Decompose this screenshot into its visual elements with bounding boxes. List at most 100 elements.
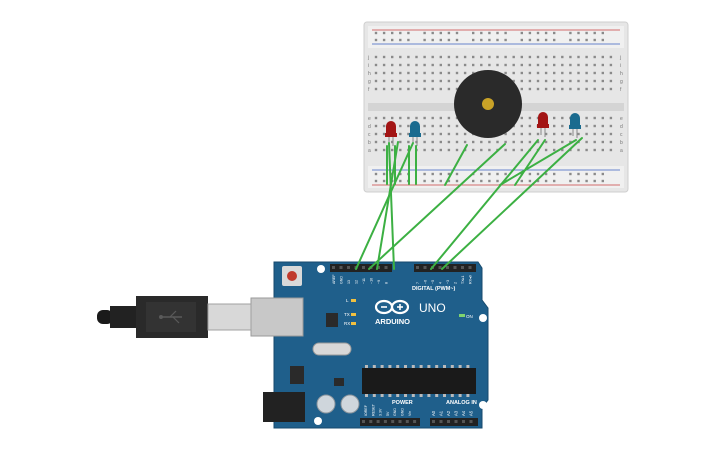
digital-pin-label: RX◂0 [469, 275, 473, 284]
chip-pin [458, 394, 462, 397]
wire[interactable] [355, 142, 414, 270]
rail-hole [536, 31, 540, 35]
brand-label: ARDUINO [375, 317, 410, 326]
reset-button-cap[interactable] [287, 271, 297, 281]
terminal-hole [374, 116, 378, 120]
row-letter: i [368, 63, 369, 69]
rail-hole [520, 38, 523, 42]
rail-hole [399, 38, 402, 42]
terminal-hole [431, 79, 434, 83]
rail-hole [577, 31, 580, 35]
rail-hole [536, 38, 540, 42]
terminal-hole [609, 116, 613, 120]
terminal-hole [536, 140, 540, 144]
terminal-hole [407, 55, 410, 59]
terminal-hole [585, 63, 588, 67]
terminal-hole [593, 55, 596, 59]
terminal-hole [553, 140, 556, 144]
terminal-hole [488, 55, 491, 59]
terminal-hole [520, 116, 523, 120]
terminal-hole [439, 63, 442, 67]
led-blue-left[interactable] [409, 121, 421, 146]
terminal-hole [593, 87, 596, 91]
terminal-hole [593, 71, 596, 75]
rail-hole [496, 172, 499, 176]
header-hole [391, 420, 395, 423]
wire[interactable] [368, 143, 506, 270]
terminal-hole [382, 116, 386, 120]
terminal-hole [431, 140, 434, 144]
row-letter: j [619, 55, 621, 61]
chip-pin [388, 365, 392, 368]
rail-hole [382, 172, 386, 176]
terminal-hole [601, 55, 604, 59]
digital-pin-label: ~3 [446, 280, 450, 284]
terminal-hole [585, 79, 588, 83]
terminal-hole [528, 63, 532, 67]
terminal-hole [399, 63, 402, 67]
capacitor-right [340, 394, 360, 414]
terminal-hole [439, 132, 442, 136]
chip-pin [372, 365, 376, 368]
power-pin-label: 3.3V [379, 408, 383, 416]
terminal-hole [391, 55, 394, 59]
wire[interactable] [376, 141, 399, 270]
terminal-hole [374, 79, 378, 83]
terminal-hole [455, 63, 459, 67]
row-letter: d [620, 124, 623, 130]
wire[interactable] [499, 139, 577, 186]
terminal-hole [593, 116, 596, 120]
terminal-hole [382, 148, 386, 152]
rail-hole [488, 172, 491, 176]
terminal-hole [423, 124, 426, 128]
rail-hole [528, 179, 532, 183]
analog-pin-label: A4 [461, 410, 466, 416]
rail-hole [423, 179, 426, 183]
terminal-hole [374, 63, 378, 67]
terminal-hole [472, 148, 475, 152]
terminal-hole [447, 79, 451, 83]
wire[interactable] [444, 144, 468, 186]
rail-hole [504, 172, 507, 176]
terminal-hole [609, 79, 613, 83]
piezo-buzzer[interactable] [454, 70, 522, 138]
header-hole [454, 420, 458, 423]
terminal-hole [561, 71, 564, 75]
led-blue-right[interactable] [569, 113, 581, 138]
header-hole [432, 420, 435, 423]
wire[interactable] [430, 139, 539, 270]
terminal-hole [472, 63, 475, 67]
rail-hole [439, 38, 442, 42]
terminal-hole [374, 124, 378, 128]
rail-hole [480, 31, 483, 35]
digital-pin-label: TX▸1 [461, 276, 465, 284]
rail-hole [439, 179, 442, 183]
small-chip [334, 378, 344, 386]
terminal-hole [463, 71, 467, 75]
wire[interactable] [441, 137, 583, 270]
rail-hole [455, 38, 459, 42]
terminal-hole [561, 140, 564, 144]
terminal-hole [391, 63, 394, 67]
terminal-hole [439, 124, 442, 128]
rail-hole [593, 38, 596, 42]
rx-led [351, 322, 356, 325]
terminal-hole [585, 132, 588, 136]
usb-chip [326, 313, 338, 327]
row-letter: f [368, 87, 370, 93]
crystal-oscillator [312, 342, 352, 356]
wire[interactable] [388, 142, 395, 270]
rail-hole [528, 31, 532, 35]
terminal-hole [431, 124, 434, 128]
digital-header-right [414, 264, 476, 272]
usb-port [250, 297, 304, 337]
header-hole [446, 266, 449, 269]
chip-pin [443, 365, 446, 368]
rail-hole [496, 38, 499, 42]
terminal-hole [577, 71, 580, 75]
led-red-right[interactable] [537, 112, 549, 137]
terminal-hole [585, 55, 588, 59]
wire[interactable] [514, 139, 546, 186]
